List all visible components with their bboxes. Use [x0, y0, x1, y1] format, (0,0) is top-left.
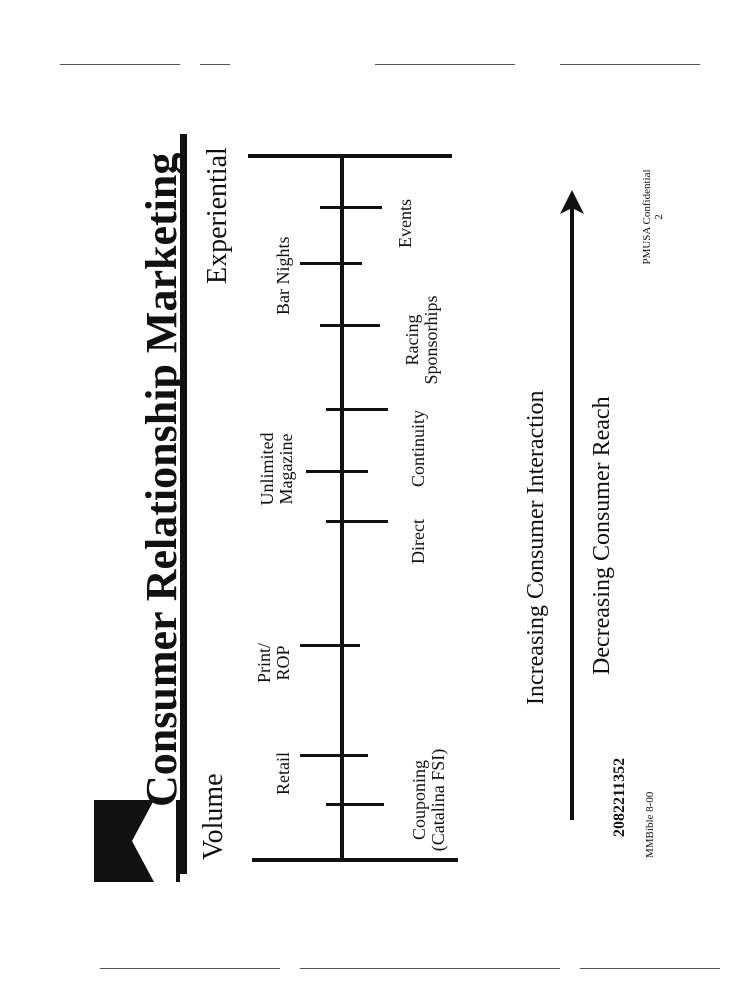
footer-right: PMUSA Confidential 2: [641, 167, 670, 267]
tick-couponing: [326, 803, 384, 806]
label-direct: Direct: [408, 519, 428, 564]
tick-magazine: [306, 470, 368, 473]
scan-line-top-4: [560, 64, 700, 65]
axis-main-line: [340, 156, 344, 860]
scan-line-top-2: [200, 64, 230, 65]
label-racing-line2: Sponsorhips: [420, 295, 441, 385]
label-unlimited-magazine-line1: Unlimited: [257, 432, 277, 506]
scan-line-top-3: [375, 64, 515, 65]
label-continuity: Continuity: [408, 409, 428, 487]
footer-right-line2: 2: [652, 214, 665, 220]
label-bar-nights: Bar Nights: [273, 236, 293, 316]
footer-right-line1: PMUSA Confidential: [641, 169, 653, 265]
label-unlimited-magazine: Unlimited Magazine: [257, 414, 302, 524]
label-unlimited-magazine-line2: Magazine: [275, 433, 296, 505]
arrow-shaft: [570, 208, 574, 820]
label-couponing-line1: Couponing: [409, 760, 429, 841]
scan-line-top-1: [60, 64, 180, 65]
doc-number: 2082211352: [611, 757, 628, 837]
label-print-rop-line2: ROP: [272, 645, 293, 681]
label-retail: Retail: [273, 752, 293, 795]
axis-top-rule: [248, 154, 452, 158]
arrow-up-icon: [560, 190, 584, 214]
tick-retail: [300, 754, 368, 757]
tick-print-rop: [300, 644, 360, 647]
label-events: Events: [395, 199, 415, 248]
scan-line-bottom-2: [300, 968, 560, 969]
logo-icon: [94, 800, 182, 882]
label-couponing: Couponing (Catalina FSI): [409, 730, 454, 870]
scan-line-bottom-3: [580, 968, 720, 969]
label-print-rop-line1: Print/: [254, 643, 274, 684]
tick-continuity: [326, 408, 388, 411]
end-label-experiential: Experiential: [202, 147, 233, 284]
tick-direct: [326, 520, 388, 523]
scan-line-bottom-1: [100, 968, 280, 969]
label-racing-sponsorships: Racing Sponsorhips: [402, 280, 447, 400]
footer-left: MMBible 8-00: [644, 791, 656, 858]
end-label-volume: Volume: [198, 773, 229, 860]
tick-racing: [320, 324, 380, 327]
tick-bar-nights: [300, 262, 362, 265]
label-couponing-line2: (Catalina FSI): [427, 748, 448, 852]
tick-events: [320, 206, 382, 209]
label-racing-line1: Racing: [402, 314, 422, 366]
axis-bottom-rule: [252, 858, 458, 862]
arrow-caption-increasing: Increasing Consumer Interaction: [523, 390, 549, 705]
arrow-caption-decreasing: Decreasing Consumer Reach: [589, 396, 615, 675]
title-rule: [180, 134, 187, 874]
label-print-rop: Print/ ROP: [254, 623, 299, 703]
